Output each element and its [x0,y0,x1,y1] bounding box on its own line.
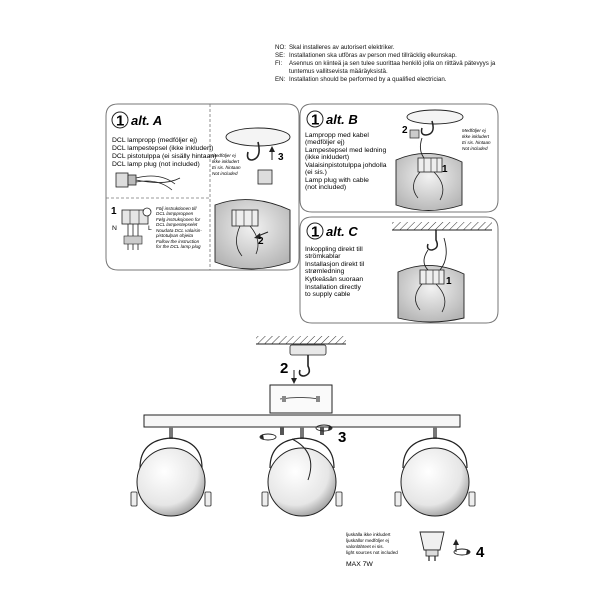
alt-b-line: (ei sis.) [305,169,327,176]
step-label: 2 [280,360,288,377]
alt-b-line: (not included) [305,184,346,191]
ceiling-bracket [289,344,327,356]
step-label: 3 [338,429,346,446]
alt-c-panel: 1 alt. C Inkoppling direkt till strömkab… [299,216,499,324]
spot-lamp-right [394,427,476,517]
ground-icon [142,207,152,217]
not-included-label: Ei sis. hintaan [462,140,491,145]
bulb-note: ljuskällor medföljer ej [346,538,389,543]
screw-icon [280,427,284,435]
neutral-label: N [112,225,117,232]
alt-a-line: DCL lampestepsel (ikke inkludert) [112,145,213,152]
instruction-text: for the DCL lamp plug [156,244,201,249]
dcl-socket [257,169,273,185]
arrow-icon [269,146,275,152]
bulb-note: valonlähteet ei sis. [346,544,384,549]
alt-b-line: Lampropp med kabel [305,132,369,139]
alt-a-line: DCL lampropp (medföljer ej) [112,137,197,144]
alt-a-title: alt. A [131,113,162,128]
installation-warning: NO:Skal installeres av autorisert elektr… [275,44,515,84]
canopy-box [269,384,333,414]
main-assembly: 2 3 [130,336,476,517]
warning-fi: FI:Asennus on kiinteä ja sen tulee suori… [275,60,496,75]
live-label: L [148,225,152,232]
alt-a-panel: 1 alt. A DCL lampropp (medföljer ej) DCL… [105,103,300,271]
step-number: 1 [116,113,124,130]
step-number: 1 [311,112,319,129]
alt-b-line: (medföljer ej) [305,139,345,146]
not-included-label: Medföljer ej [212,153,237,158]
alt-c-title: alt. C [326,224,358,239]
lamp-cup-illustration: 2 [214,199,291,270]
not-included-label: Ei sis. hintaan [212,165,241,170]
instruction-text: Follow the instruction [156,239,200,244]
hook-icon [426,230,439,251]
terminal-block: 1 N L [111,206,152,250]
mounting-bar [143,414,461,428]
spot-lamp-center [261,427,343,517]
alt-c-line: to supply cable [305,291,351,298]
warning-en: EN:Installation should be performed by a… [275,76,447,83]
step-label: 1 [446,276,452,287]
alt-b-panel: 1 alt. B Lampropp med kabel (medföljer e… [299,103,499,213]
screw-icon [316,396,320,402]
lamp-globe-illustration: 1 [395,137,463,211]
alt-b-line: Valaisinpistotulppa johdolla [305,162,387,169]
warning-se: SE:Installationen ska utföras av person … [275,52,457,59]
bulb-section: ljuskälla ikke inkludert ljuskällor medf… [346,531,485,568]
not-included-label: Not included [462,146,488,151]
bulb-note: ljuskälla ikke inkludert [346,532,391,537]
step-label: 2 [402,125,408,136]
instruction-text: pistotulpan ohjeita [155,233,193,238]
not-included-label: Medföljer ej [462,128,487,133]
ceiling-plate [225,127,291,161]
alt-c-line: strømledning [305,268,345,275]
not-included-label: Ikke inkludert [462,134,490,139]
step-number: 1 [311,224,319,241]
alt-b-line: Lampestepsel med ledning [305,147,386,154]
warning-no: NO:Skal installeres av autorisert elektr… [275,44,395,51]
alt-c-line: Inkoppling direkt till [305,246,363,253]
alt-c-line: strömkablar [305,253,341,260]
screw-icon [282,396,286,402]
instruction-text: DCL lampestepselet [156,222,198,227]
step-label: 1 [111,206,117,217]
bulb-note: light sources not included [346,550,398,555]
alt-a-line: DCL lamp plug (not included) [112,161,200,168]
instruction-text: DCL lampproppen [156,211,194,216]
dcl-plug-illustration [115,172,181,191]
plug-icon [409,129,420,139]
step-label: 1 [442,164,448,175]
instruction-text: Följ instruktionen till [156,206,197,211]
step-label: 2 [258,236,264,247]
step-label: 4 [476,544,485,561]
instruction-text: Noudata DCL valaisin- [156,228,202,233]
not-included-label: Not included [212,171,238,176]
ceiling-plate [406,109,464,136]
max-wattage: MAX 7W [346,561,373,568]
step-label: 3 [278,152,284,163]
gu10-bulb-icon [419,531,445,561]
lamp-globe-illustration: 1 [397,237,465,323]
alt-c-line: Installation directly [305,284,362,291]
alt-b-line: (ikke inkludert) [305,154,349,161]
rotate-icon [453,539,471,556]
ceiling-hatch [392,222,492,251]
alt-c-line: Kytkeäsän suoraan [305,276,363,283]
arrow-icon [291,378,297,384]
alt-b-title: alt. B [326,112,358,127]
spot-lamp-left [130,427,212,517]
hook-icon [298,355,311,377]
instruction-text: Følg instruksjonen for [156,217,201,222]
rotate-icon [315,424,333,432]
alt-a-line: DCL pistotulppa (ei sisälly hintaan) [112,153,216,160]
ceiling-hatch [256,336,346,344]
alt-c-line: Installasjon direkt til [305,261,365,268]
rotate-icon [259,433,277,441]
cable [291,438,312,481]
not-included-label: Ikke inkludert [212,159,240,164]
alt-b-line: Lamp plug with cable [305,177,369,184]
